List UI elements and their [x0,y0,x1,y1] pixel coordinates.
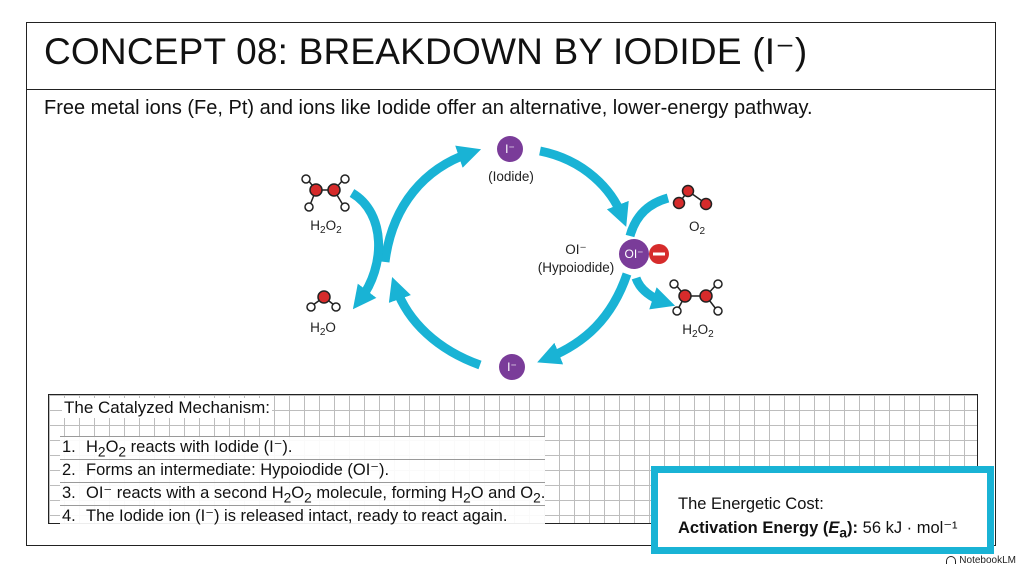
side-arrow-out-o2 [625,193,670,238]
slide-subtitle: Free metal ions (Fe, Pt) and ions like I… [44,97,813,119]
h2o2-molecule-left [301,174,350,212]
mechanism-step: 3.OI⁻ reacts with a second H2O2 molecule… [60,482,546,506]
iodide-top-label: (Iodide) [488,169,534,184]
energetic-cost-box: The Energetic Cost: Activation Energy (E… [651,466,994,554]
label-h2o2-left: H2O2 [310,218,342,236]
slide-title: CONCEPT 08: BREAKDOWN BY IODIDE (I⁻) [44,31,808,72]
label-h2o: H2O [310,320,336,338]
mechanism-step: 2.Forms an intermediate: Hypoiodide (OI⁻… [60,459,546,482]
iodide-top-symbol: I⁻ [505,142,515,156]
hypoiodide-ion [619,239,649,269]
cycle-arrow-top-right [539,146,629,227]
side-arrow-to-h2o2-right [631,276,676,310]
label-o2: O2 [689,219,706,237]
iodide-bottom-symbol: I⁻ [507,360,517,374]
mechanism-step: 4.The Iodide ion (I⁻) is released intact… [60,505,546,528]
title-bar [26,22,996,90]
cycle-arrow-bottom-left [388,276,482,370]
o2-molecule [672,184,713,211]
slide-frame [26,22,996,546]
mechanism-steps: 1.H2O2 reacts with Iodide (I⁻). 2.Forms … [60,436,546,528]
activation-energy-value: 56 kJ · mol⁻¹ [862,519,958,537]
side-arrow-h2o2-to-h2o [349,189,383,310]
iodide-ion-top [497,136,523,162]
h2o2-molecule-right [669,279,723,316]
energy-heading: The Energetic Cost: [678,495,824,513]
iodide-ion-bottom [499,354,525,380]
activation-energy-label: Activation Energy (Ea): [678,519,859,541]
h2o-molecule [306,290,341,312]
cycle-arrow-top-left [380,145,482,263]
mechanism-heading: The Catalyzed Mechanism: [62,398,272,418]
hypoiodide-label: (Hypoiodide) [538,260,615,275]
notebooklm-logo-icon [946,556,957,564]
hypoiodide-label-symbol: OI⁻ [565,242,586,257]
mechanism-step: 1.H2O2 reacts with Iodide (I⁻). [60,436,546,459]
cycle-arrow-bottom-right [537,272,632,365]
label-h2o2-right: H2O2 [682,322,714,340]
hypoiodide-symbol: OI⁻ [624,247,643,261]
activation-energy: Activation Energy (Ea): 56 kJ · mol⁻¹ [678,518,958,540]
brand-watermark: NotebookLM [946,555,1016,566]
